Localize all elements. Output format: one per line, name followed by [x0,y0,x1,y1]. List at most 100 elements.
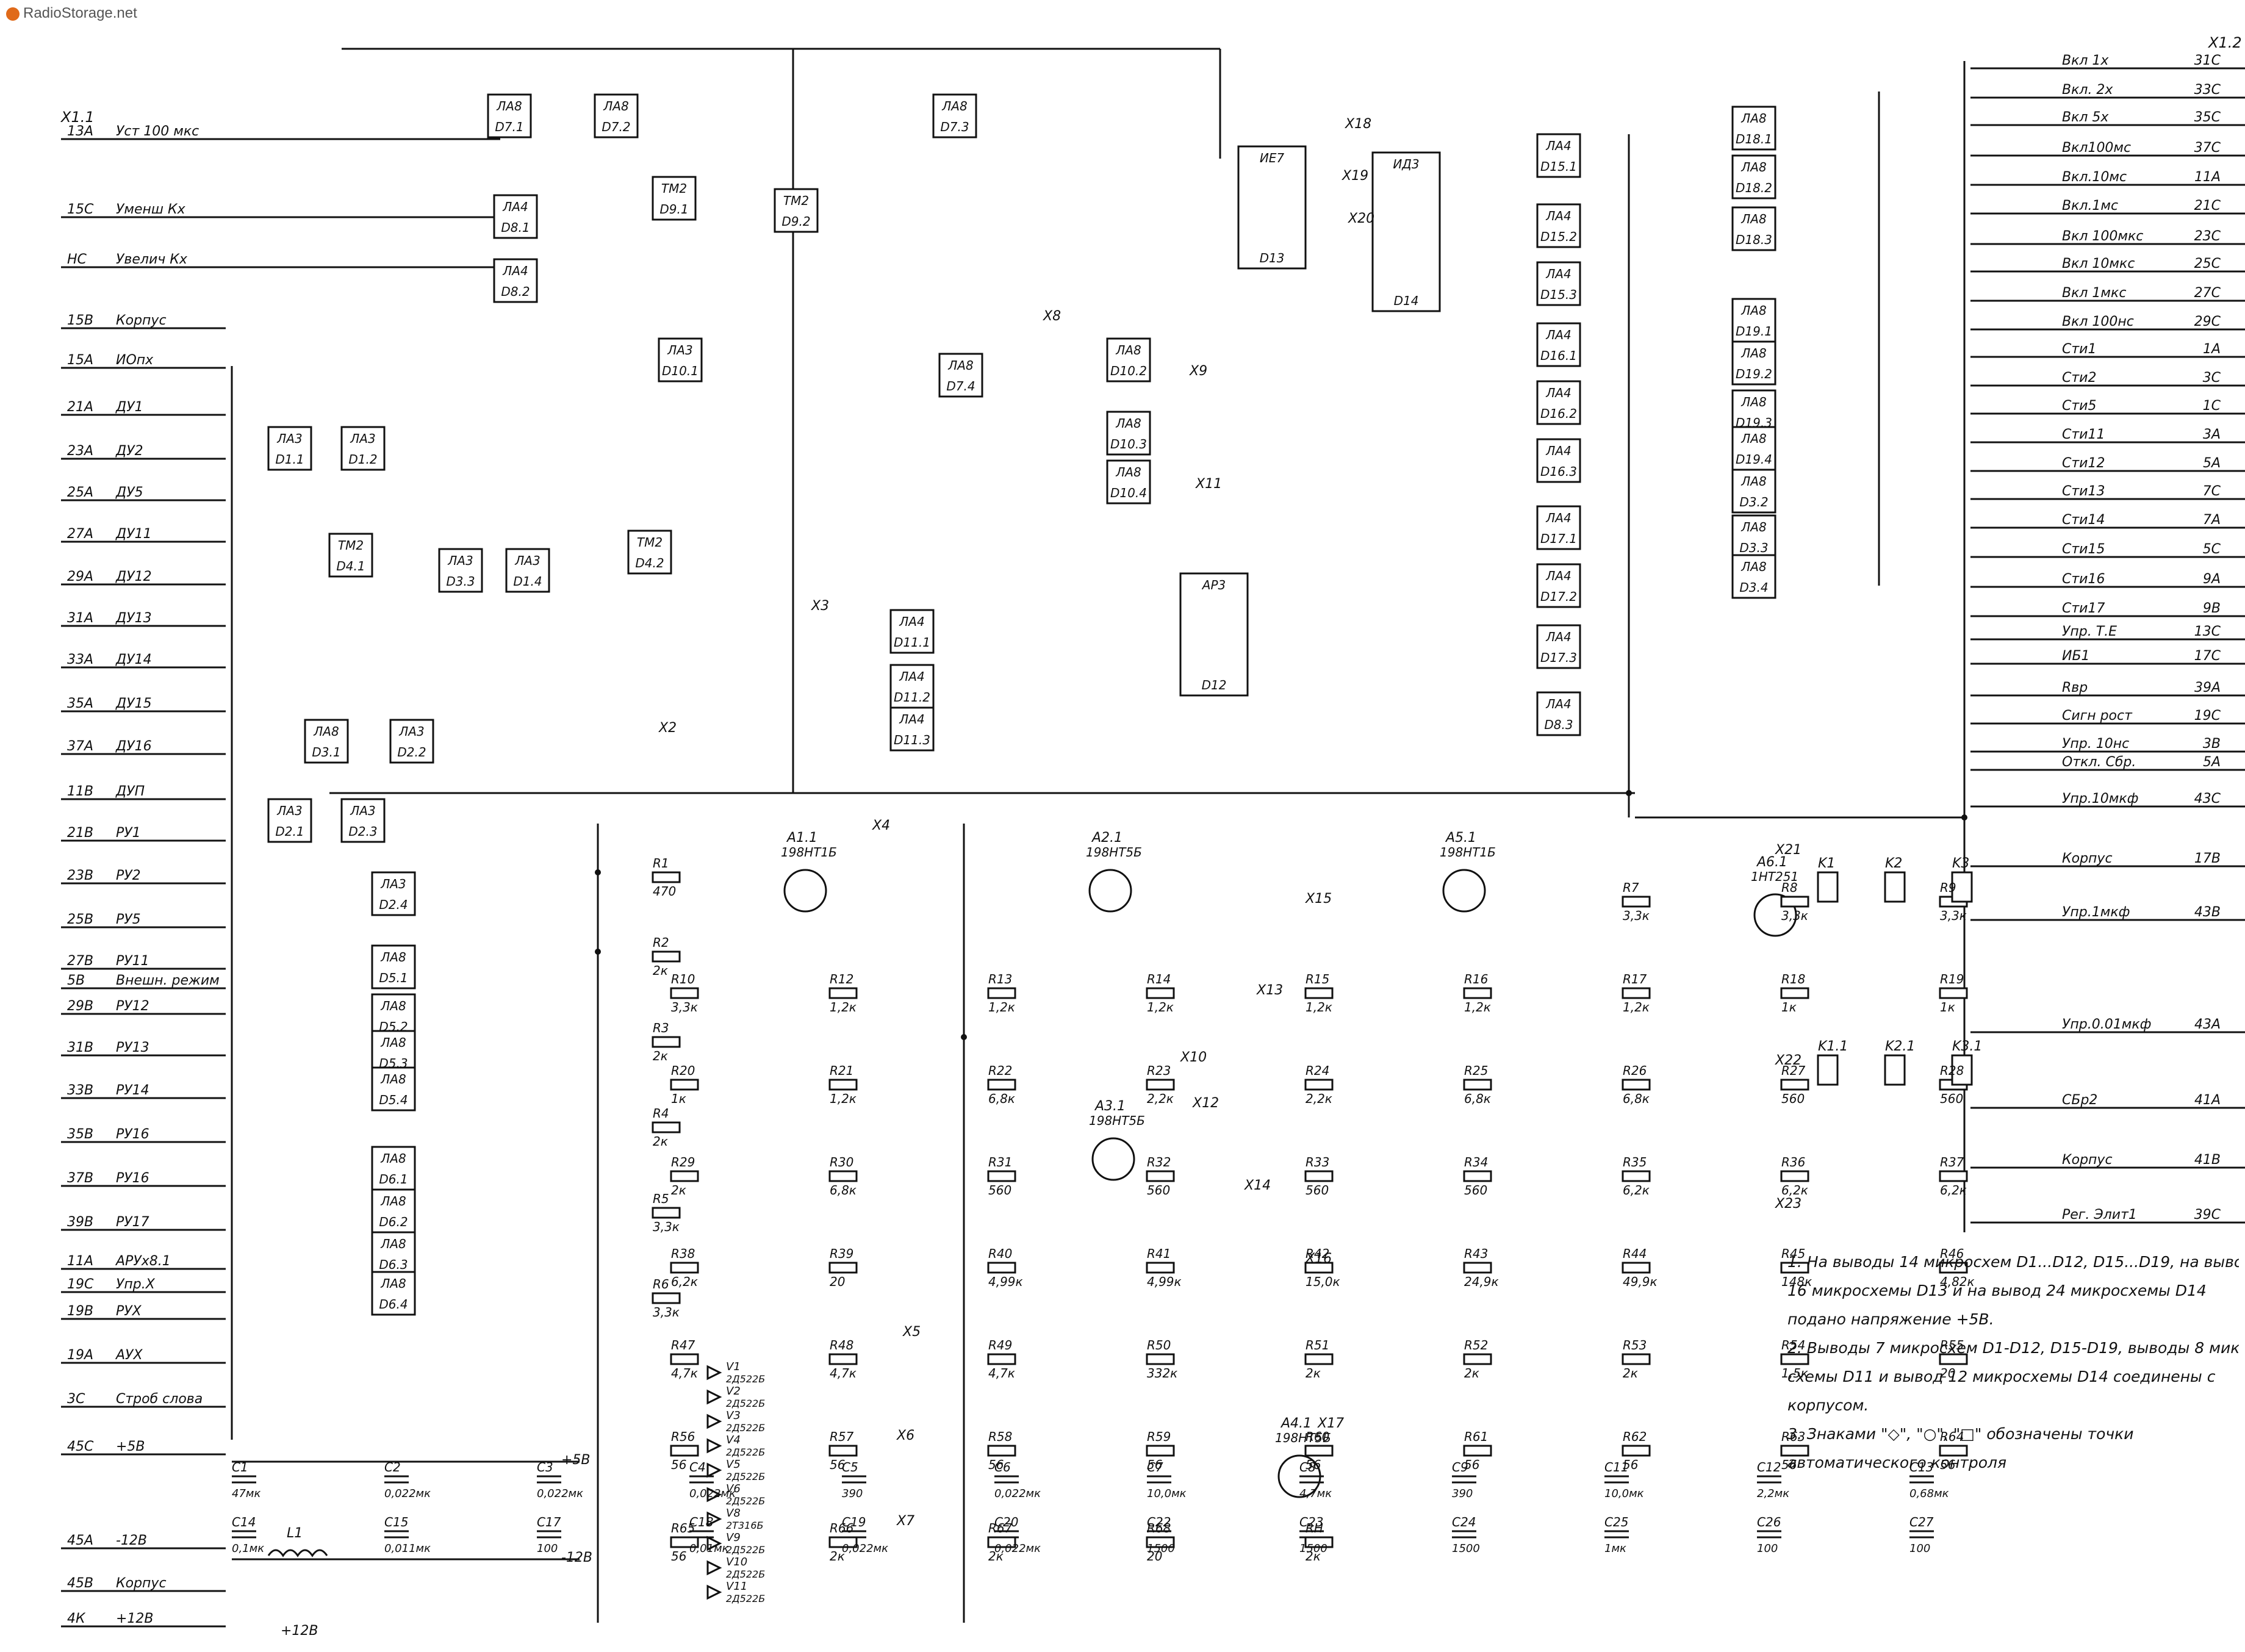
note-line: 2. Выводы 7 микросхем D1-D12, D15-D19, в… [1787,1339,2239,1357]
resistor-symbol [1146,1170,1175,1182]
resistor-ref: R42 [1306,1246,1329,1261]
schematic-notes: 1. На выводы 14 микросхем D1...D12, D15.… [1787,1248,2239,1477]
chip-type-label: ЛА4 [1545,328,1571,342]
relay-coil [1951,1054,1973,1086]
resistor-value: 2к [1623,1366,1638,1381]
note-line: корпусом. [1787,1396,1869,1414]
connector-pin-label: 31C [2194,53,2221,68]
connector-pin-label: 21A [67,400,93,415]
relay-coil [1817,871,1839,903]
resistor-symbol [1463,987,1492,999]
connector-pin-label: 15В [67,313,93,328]
chip-type-label: ЛА8 [1115,416,1141,431]
connector-signal-label: +12В [116,1611,154,1626]
connector-signal-label: Упр.Х [116,1277,156,1292]
connector-signal-label: Сти2 [2062,370,2096,386]
resistor-ref: R48 [830,1338,853,1352]
resistor-value: 4,82к [1940,1274,1975,1289]
connector-id: X1.2 [2207,34,2242,51]
diode-symbol [706,1584,722,1600]
resistor-value: 56 [1306,1457,1321,1472]
resistor-symbol [1304,1079,1334,1091]
logic-chip [487,93,532,138]
diode-symbol [706,1511,722,1527]
chip-type-label: ТМ2 [338,538,364,553]
diode-type: 2Д522Б [726,1471,765,1482]
transistor-array-type: 198НТ1Б [781,845,837,860]
note-line: 1. На выводы 14 микросхем D1...D12, D15.… [1787,1253,2239,1271]
connector-pin-label: 9В [2203,601,2221,616]
rail-label: +12В [281,1623,318,1639]
resistor-ref: R67 [988,1521,1013,1535]
connector-signal-label: ДУ12 [115,569,152,584]
resistor-value: 2к [988,1549,1004,1564]
resistor-ref: R36 [1781,1155,1805,1169]
junction-dot [1961,814,1967,821]
resistor-value: 56 [988,1457,1004,1472]
resistor-ref: R32 [1147,1155,1171,1169]
chip-ref-label: D2.2 [397,745,426,760]
site-watermark: RadioStorage.net [6,5,137,22]
chip-ref-label: D18.1 [1736,132,1772,146]
logic-chip [1731,514,1776,559]
junction-dot [595,949,601,955]
logic-chip [438,548,483,593]
connector-signal-label: Уст 100 мкс [116,124,199,139]
resistor-ref: R41 [1147,1246,1171,1261]
logic-chip [1106,337,1151,382]
test-point-label: X16 [1305,1251,1332,1266]
chip-ref-label: D1.2 [348,452,377,467]
resistor-symbol [987,1079,1016,1091]
logic-chip [505,548,550,593]
logic-chip [627,530,672,575]
chip-ref-label: D17.1 [1540,531,1577,546]
connector-pin-label: 35C [2194,110,2221,125]
chip-ref-label: D10.2 [1110,364,1147,378]
connector-signal-label: ДУ14 [115,652,152,667]
chip-type-label: ТМ2 [783,193,809,208]
rail-label: -12В [561,1550,592,1565]
resistor-value: 560 [1464,1183,1487,1198]
chip-ref-label: D2.3 [348,824,377,839]
resistor-symbol [670,1353,699,1365]
test-point-label: X23 [1775,1196,1801,1212]
capacitor-ref: C27 [1909,1515,1934,1529]
logic-chip [594,93,639,138]
connector-signal-label: ДУ2 [115,444,143,459]
resistor-ref: R15 [1306,972,1329,986]
wires-layer [61,48,2245,1628]
chip-ref-label: D5.2 [379,1019,408,1034]
connector-signal-label: ДУ1 [115,400,143,415]
connector-pin-label: 31В [67,1040,93,1055]
chip-ref-label: D19.2 [1736,367,1772,381]
chip-type-label: ЛА8 [1115,343,1141,357]
transistor-array-type: 198НТ5Б [1275,1431,1331,1445]
resistor-value: 470 [653,884,676,899]
logic-chip [371,1231,416,1276]
logic-chip [1106,459,1151,505]
connector-pin-label: 25В [67,912,93,927]
test-point-label: X15 [1305,891,1332,907]
diode-type: 2Д522Б [726,1398,765,1409]
logic-chip [658,337,703,382]
capacitor-ref: C17 [537,1515,561,1529]
resistor-symbol [1304,1262,1334,1274]
connector-pin-label: 37A [67,739,93,754]
logic-chip [493,194,538,239]
chip-ref-label: D6.4 [379,1297,408,1312]
connector-signal-label: РУ5 [116,912,141,927]
connector-signal-label: Сти16 [2062,572,2105,587]
resistor-ref: R9 [1940,880,1956,895]
connector-signal-label: Сти1 [2062,342,2096,357]
resistor-symbol [1622,1445,1651,1457]
chip-type-label: ЛА8 [496,99,522,113]
connector-pin-label: 5C [2203,542,2221,557]
chip-type-label: ЛА8 [1740,520,1766,534]
connector-signal-label: Откл. Сбр. [2062,755,2136,770]
resistor-ref: R40 [988,1246,1012,1261]
resistor-ref: R60 [1306,1429,1329,1444]
chip-type-label: ЛА4 [1545,630,1571,644]
logic-chip [267,426,312,471]
resistor-value: 2,2к [1306,1091,1332,1106]
